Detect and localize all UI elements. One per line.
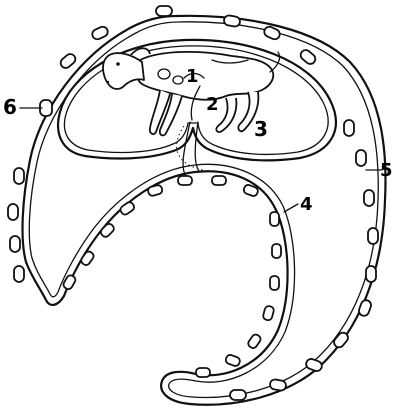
label-5: 5 [380, 160, 393, 181]
label-6: 6 [3, 95, 17, 119]
label-3: 3 [254, 117, 268, 141]
label-1: 1 [186, 66, 199, 87]
label-4: 4 [300, 194, 313, 215]
label-2: 2 [206, 94, 219, 115]
